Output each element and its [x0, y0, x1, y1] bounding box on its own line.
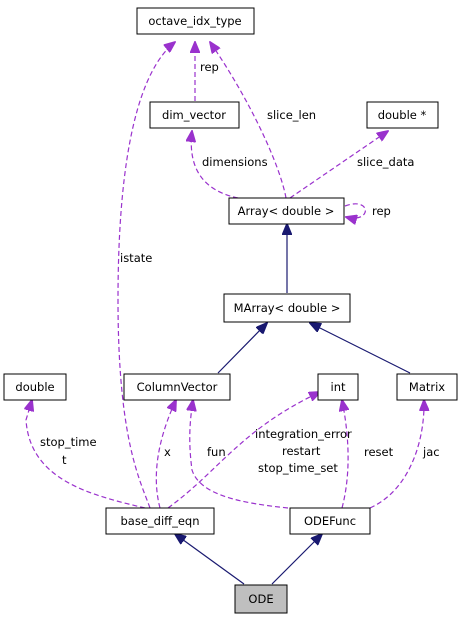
edge-ode-to-base-diff-eqn — [175, 534, 245, 585]
node-marray-double[interactable]: MArray< double > — [223, 293, 351, 323]
node-octave-idx-type-label: octave_idx_type — [148, 14, 241, 28]
label-stop-time: stop_time — [40, 435, 97, 449]
edge-matrix-to-marray — [310, 323, 411, 374]
node-base-diff-eqn-label: base_diff_eqn — [121, 514, 200, 528]
node-marray-double-label: MArray< double > — [234, 301, 341, 315]
node-octave-idx-type[interactable]: octave_idx_type — [136, 7, 255, 35]
edge-fun — [190, 400, 289, 509]
usage-edges — [26, 42, 424, 509]
label-x: x — [164, 445, 171, 459]
node-double-ptr-label: double * — [378, 108, 427, 122]
edge-int-flags — [167, 392, 320, 509]
node-odefunc-label: ODEFunc — [304, 514, 356, 528]
label-fun: fun — [207, 445, 226, 459]
label-rep-dim-vector: rep — [200, 60, 219, 74]
node-double-label: double — [15, 380, 54, 394]
edge-labels: rep slice_len dimensions slice_data rep … — [40, 60, 440, 475]
edge-reset — [342, 400, 348, 509]
edge-columnvector-to-marray — [217, 323, 267, 374]
label-rep-self: rep — [372, 204, 391, 218]
node-double[interactable]: double — [3, 373, 67, 401]
node-dim-vector[interactable]: dim_vector — [149, 101, 240, 129]
node-column-vector-label: ColumnVector — [137, 380, 218, 394]
label-integration-error: integration_error — [255, 427, 352, 441]
label-reset: reset — [364, 445, 394, 459]
node-ode-label: ODE — [248, 592, 273, 606]
node-dim-vector-label: dim_vector — [162, 108, 226, 122]
edge-slice-data — [289, 131, 388, 199]
node-array-double[interactable]: Array< double > — [228, 197, 345, 225]
node-matrix[interactable]: Matrix — [396, 373, 458, 401]
label-jac: jac — [422, 445, 440, 459]
node-base-diff-eqn[interactable]: base_diff_eqn — [105, 507, 215, 535]
node-int[interactable]: int — [317, 373, 359, 401]
node-array-double-label: Array< double > — [238, 204, 335, 218]
label-restart: restart — [282, 444, 321, 458]
edge-ode-to-odefunc — [271, 534, 322, 585]
edge-rep-self — [345, 203, 366, 218]
node-double-ptr[interactable]: double * — [366, 101, 439, 129]
edge-x — [155, 400, 176, 509]
edge-dimensions — [191, 131, 239, 199]
edge-stop-time — [26, 400, 146, 509]
node-int-label: int — [331, 380, 346, 394]
label-slice-len: slice_len — [267, 108, 316, 122]
label-dimensions: dimensions — [202, 155, 268, 169]
label-stop-time-set: stop_time_set — [258, 461, 338, 475]
edge-slice-len — [210, 42, 287, 199]
edge-jac — [369, 400, 424, 509]
inheritance-edges — [175, 224, 411, 585]
label-slice-data: slice_data — [357, 155, 414, 169]
label-t: t — [62, 453, 67, 467]
node-column-vector[interactable]: ColumnVector — [123, 373, 231, 401]
node-ode[interactable]: ODE — [234, 584, 288, 614]
edge-istate — [117, 42, 175, 509]
label-istate: istate — [120, 251, 152, 265]
node-odefunc[interactable]: ODEFunc — [289, 507, 371, 535]
node-matrix-label: Matrix — [409, 380, 445, 394]
